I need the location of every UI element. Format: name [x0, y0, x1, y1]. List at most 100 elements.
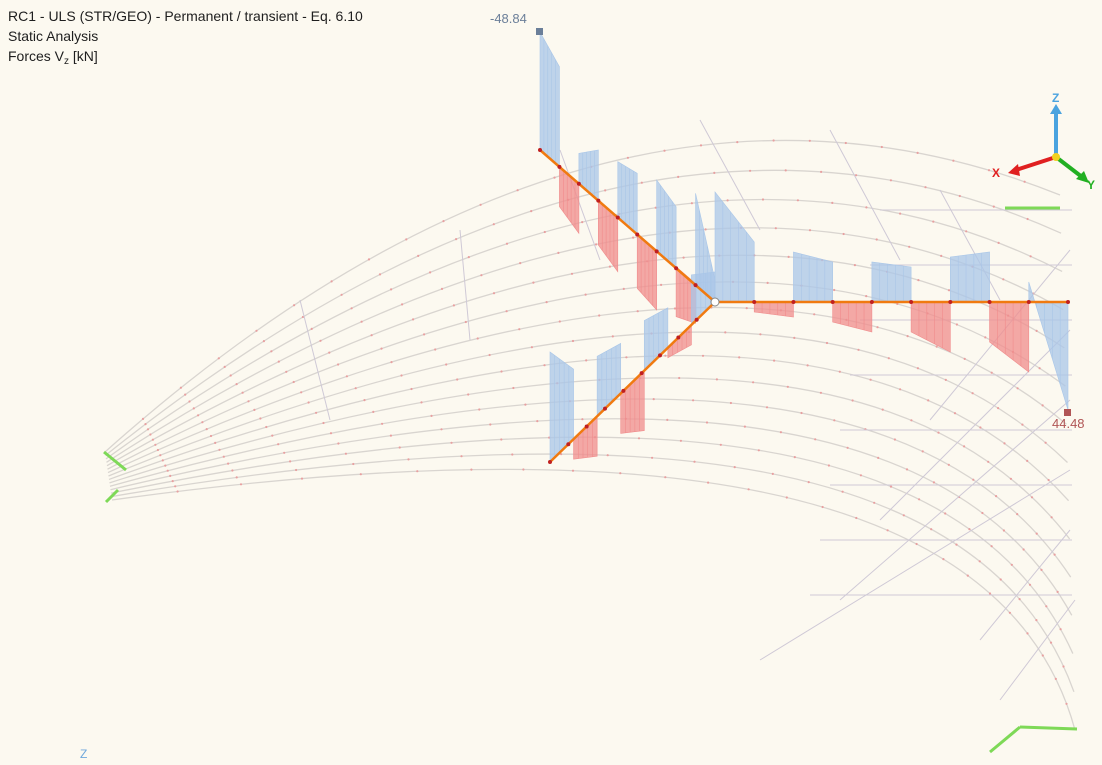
mesh-node: [611, 335, 614, 338]
min-value-marker[interactable]: [536, 28, 543, 35]
mesh-node: [1035, 329, 1038, 332]
mesh-node: [978, 560, 981, 563]
beam-junction-node: [710, 297, 720, 307]
mesh-node: [1050, 516, 1053, 519]
mesh-node: [947, 463, 950, 466]
mesh-node: [987, 460, 990, 463]
mesh-node: [838, 370, 841, 373]
bottom-axis-marker: Z: [80, 747, 88, 761]
mesh-node: [820, 170, 823, 173]
mesh-node: [532, 281, 535, 284]
mesh-node: [963, 357, 966, 360]
mesh-cross-line: [839, 399, 1071, 601]
mesh-node: [910, 419, 913, 422]
beam-node: [676, 335, 681, 340]
mesh-node: [253, 408, 256, 411]
shear-segment-horizontal: [793, 251, 833, 303]
mesh-node: [877, 456, 880, 459]
mesh-node: [164, 464, 167, 467]
result-subscript: z: [64, 56, 70, 67]
max-value-marker[interactable]: [1064, 409, 1071, 416]
mesh-node: [678, 376, 681, 380]
beam-node: [948, 300, 953, 304]
shear-segment-diagonal-lower: [643, 307, 669, 372]
mesh-node: [873, 501, 876, 504]
mesh-node: [1053, 553, 1056, 556]
mesh-node: [952, 159, 955, 162]
x-axis-head: [1008, 164, 1020, 176]
mesh-node: [779, 431, 783, 434]
mesh-node: [1030, 496, 1034, 499]
mesh-node: [322, 421, 325, 425]
mesh-node: [229, 374, 232, 377]
shear-segment-diagonal-lower: [549, 351, 574, 463]
mesh-node: [557, 251, 560, 254]
mesh-cross-line: [999, 599, 1076, 701]
mesh-node: [917, 279, 920, 282]
mesh-node: [997, 241, 1000, 244]
mesh-node: [450, 441, 453, 444]
mesh-node: [1056, 590, 1059, 594]
mesh-node: [726, 199, 729, 202]
analysis-type-label: Static Analysis: [8, 28, 99, 44]
mesh-node: [992, 205, 995, 208]
mesh-node: [887, 357, 890, 360]
mesh-node: [467, 256, 470, 259]
mesh-node: [664, 476, 667, 479]
mesh-node: [915, 542, 918, 546]
mesh-node: [405, 238, 408, 241]
mesh-node: [715, 378, 719, 381]
mesh-node: [452, 304, 455, 307]
mesh-node: [169, 474, 172, 477]
mesh-node: [1009, 477, 1013, 480]
mesh-node: [214, 441, 217, 444]
mesh-node: [265, 425, 268, 429]
mesh-node: [488, 353, 491, 357]
mesh-node: [479, 203, 482, 206]
mesh-node: [581, 221, 584, 224]
mesh-node: [745, 307, 748, 310]
mesh-node: [1038, 367, 1041, 370]
mesh-node: [953, 412, 957, 415]
mesh-node: [944, 378, 947, 381]
mesh-node: [1018, 598, 1021, 601]
beam-members: [538, 148, 1070, 464]
beam-node: [635, 232, 640, 237]
mesh-node: [1010, 563, 1013, 566]
mesh-node: [277, 443, 280, 446]
mesh-node: [921, 450, 924, 453]
mesh-node: [784, 169, 787, 172]
beam-node: [621, 388, 626, 393]
mesh-node: [223, 365, 226, 368]
mesh-node: [889, 485, 893, 488]
shear-segment-diagonal-lower: [620, 369, 645, 434]
mesh-node: [1003, 442, 1006, 445]
mesh-cross-line: [559, 149, 601, 261]
mesh-node: [367, 258, 371, 261]
mesh-node: [543, 230, 546, 234]
mesh-node: [301, 315, 304, 319]
mesh-node: [752, 381, 755, 384]
mesh-node: [381, 422, 384, 425]
mesh-cross-line: [299, 299, 331, 421]
mesh-node: [813, 313, 816, 316]
mesh-node: [205, 428, 208, 431]
mesh-node: [899, 212, 902, 215]
mesh-node: [774, 227, 777, 230]
mesh-node: [166, 469, 169, 472]
mesh-node: [622, 287, 625, 290]
mesh-node: [932, 481, 936, 484]
shear-segment-horizontal: [832, 301, 873, 333]
shear-segment-diagonal-upper: [539, 30, 560, 168]
mesh-node: [456, 378, 459, 381]
beam-node: [538, 148, 542, 152]
mesh-node: [990, 371, 993, 374]
mesh-node: [1028, 583, 1032, 586]
mesh-node: [505, 310, 508, 313]
beam-node: [548, 460, 552, 464]
mesh-node: [560, 453, 563, 456]
mesh-node: [584, 293, 587, 296]
min-value-label: -48.84: [490, 11, 527, 26]
mesh-node: [352, 462, 355, 466]
